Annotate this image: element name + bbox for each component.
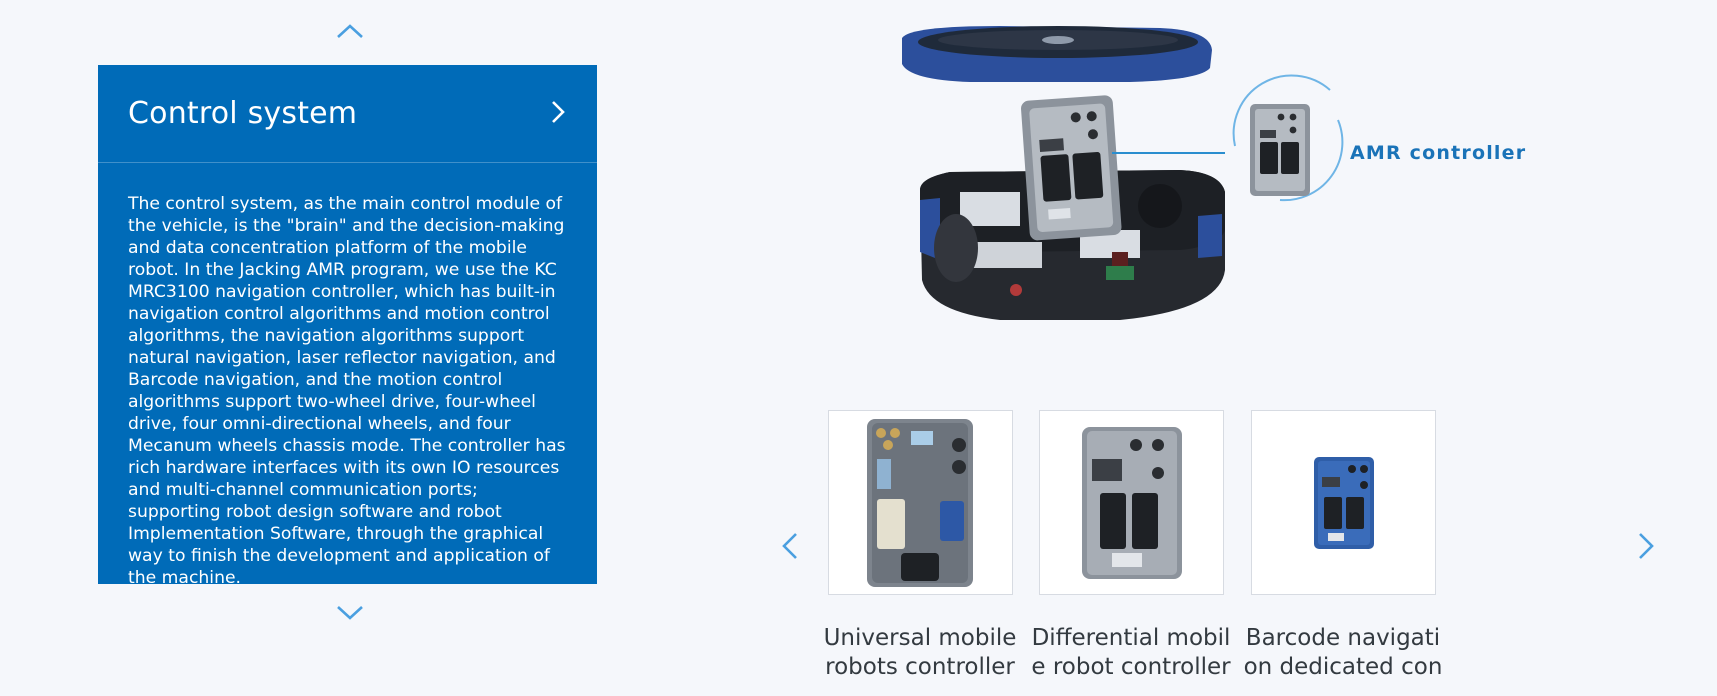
chevron-down-icon[interactable] [335, 604, 365, 622]
chevron-right-icon[interactable] [549, 99, 567, 129]
product-thumb-barcode[interactable] [1251, 410, 1436, 595]
universal-controller-image [867, 419, 973, 587]
differential-controller-image [1082, 427, 1182, 579]
barcode-controller-image [1314, 457, 1374, 549]
amr-controller-label: AMR controller [1350, 142, 1527, 164]
product-thumb-universal[interactable] [828, 410, 1013, 595]
control-system-panel: Control system The control system, as th… [98, 65, 597, 588]
chevron-up-icon[interactable] [335, 22, 365, 40]
product-thumb-differential[interactable] [1039, 410, 1224, 595]
product-caption-barcode[interactable]: Barcode navigation dedicated con [1243, 625, 1443, 680]
product-caption-universal[interactable]: Universal mobile robots controller [823, 625, 1017, 680]
chevron-right-icon[interactable] [1636, 531, 1656, 561]
panel-header[interactable]: Control system [98, 65, 597, 163]
product-caption-differential[interactable]: Differential mobile robot controller [1031, 625, 1231, 680]
chevron-left-icon[interactable] [780, 531, 800, 561]
panel-title: Control system [128, 96, 358, 131]
amr-robot-image [880, 20, 1540, 340]
panel-description: The control system, as the main control … [128, 194, 566, 588]
